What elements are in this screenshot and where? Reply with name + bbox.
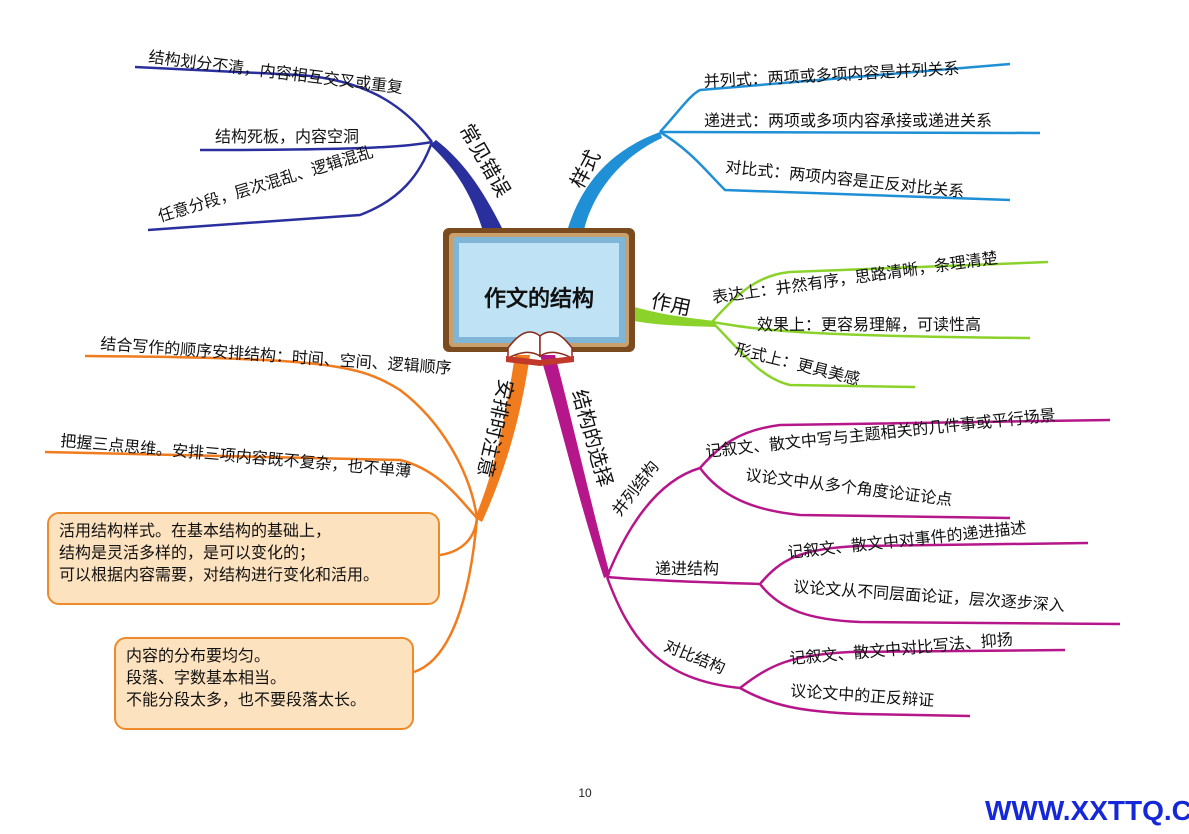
zuoyong-connector-1 — [711, 260, 1049, 323]
xuanze-sub-3-label: 对比结构 — [662, 636, 728, 678]
open-book-icon — [506, 331, 574, 366]
changjian-item-2: 结构死板，内容空洞 — [215, 127, 359, 146]
page-number: 10 — [578, 786, 592, 800]
xuanze-sub-3-item-1: 记叙文、散文中对比写法、抑扬 — [789, 630, 1014, 668]
zuoyong-item-1: 表达上：井然有序，思路清晰，条理清楚 — [711, 248, 999, 307]
note-box-2: 内容的分布要均匀。 段落、字数基本相当。 不能分段太多，也不要段落太长。 — [114, 637, 414, 730]
note-box-1: 活用结构样式。在基本结构的基础上， 结构是灵活多样的，是可以变化的； 可以根据内… — [47, 512, 440, 605]
xuanze-sub-2-leaf-2 — [759, 583, 1121, 626]
yangshi-connector-3 — [659, 130, 1011, 202]
changjian-connector-2 — [199, 140, 433, 152]
anpai-connector-2 — [44, 450, 478, 519]
yangshi-trunk — [568, 132, 662, 230]
note-box-1-line-2: 结构是灵活多样的，是可以变化的； — [59, 543, 316, 562]
xuanze-sub-1-item-2: 议论文中从多个角度论证论点 — [745, 465, 954, 509]
branch-yangshi: 样式 并列式：两项或多项内容是并列关系 递进式：两项或多项内容承接或递进关系 对… — [565, 59, 1041, 230]
xuanze-sub-3-item-2: 议论文中的正反辩证 — [790, 681, 935, 710]
branch-xuanze: 结构的选择 并列结构 递进结构 对比结构 记叙文、散文中写与主题相关的几件事或平… — [540, 355, 1121, 718]
xuanze-connector-sub-1 — [605, 466, 701, 578]
zuoyong-connector-3 — [711, 321, 916, 389]
anpai-connector-3 — [439, 517, 479, 557]
xuanze-sub-2-leaf-1 — [759, 541, 1089, 585]
center-node: 作文的结构 — [443, 228, 635, 366]
changjian-label: 常见错误 — [455, 120, 516, 201]
xuanze-sub-1-leaf-1 — [699, 418, 1111, 469]
xuanze-sub-2-label: 递进结构 — [655, 559, 719, 578]
xuanze-sub-2-item-1: 记叙文、散文中对事件的递进描述 — [786, 518, 1027, 562]
branch-changjian: 常见错误 结构划分不清，内容相互交叉或重复 结构死板，内容空洞 任意分段，层次混… — [134, 47, 516, 232]
xuanze-sub-3-leaf-1 — [739, 648, 1066, 689]
note-box-1-line-3: 可以根据内容需要，对结构进行变化和活用。 — [59, 565, 380, 584]
branch-zuoyong: 作用 表达上：井然有序，思路清晰，条理清楚 效果上：更容易理解，可读性高 形式上… — [628, 248, 1049, 389]
zuoyong-trunk — [628, 305, 715, 327]
changjian-connector-3 — [147, 141, 434, 232]
xuanze-sub-1-label: 并列结构 — [608, 457, 662, 519]
branch-anpai: 安排时注意 结合写作的顺序安排结构：时间、空间、逻辑顺序 把握三点思维。安排三项… — [44, 334, 530, 674]
yangshi-item-2: 递进式：两项或多项内容承接或递进关系 — [704, 111, 992, 130]
anpai-item-2: 把握三点思维。安排三项内容既不复杂，也不单薄 — [60, 431, 412, 481]
note-box-2-line-2: 段落、字数基本相当。 — [126, 668, 287, 687]
yangshi-connector-1 — [659, 62, 1011, 133]
zuoyong-item-2: 效果上：更容易理解，可读性高 — [757, 315, 981, 334]
changjian-trunk — [430, 140, 502, 228]
changjian-item-3: 任意分段，层次混乱、逻辑混乱 — [156, 142, 376, 226]
changjian-connector-1 — [134, 65, 433, 143]
anpai-connector-4 — [413, 517, 479, 674]
xuanze-connector-sub-2 — [606, 575, 761, 586]
zuoyong-connector-2 — [711, 320, 1031, 340]
center-title: 作文的结构 — [484, 286, 594, 312]
xuanze-sub-2-item-2: 议论文从不同层面论证，层次逐步深入 — [793, 577, 1066, 615]
watermark-text: WWW.XXTTQ.COM — [985, 795, 1189, 826]
anpai-item-1: 结合写作的顺序安排结构：时间、空间、逻辑顺序 — [100, 334, 452, 378]
anpai-trunk — [475, 355, 530, 522]
changjian-item-1: 结构划分不清，内容相互交叉或重复 — [148, 47, 404, 97]
xuanze-connector-sub-3 — [605, 576, 741, 690]
yangshi-connector-2 — [659, 130, 1041, 135]
note-box-2-line-3: 不能分段太多，也不要段落太长。 — [126, 690, 367, 709]
anpai-connector-1 — [84, 354, 479, 519]
note-box-2-line-1: 内容的分布要均匀。 — [126, 646, 271, 665]
xuanze-sub-3-leaf-2 — [739, 686, 971, 718]
xuanze-sub-1-leaf-2 — [698, 467, 1011, 520]
note-box-1-line-1: 活用结构样式。在基本结构的基础上， — [59, 521, 332, 540]
xuanze-sub-1-item-1: 记叙文、散文中写与主题相关的几件事或平行场景 — [704, 405, 1056, 461]
xuanze-trunk — [540, 355, 610, 578]
yangshi-item-1: 并列式：两项或多项内容是并列关系 — [703, 59, 960, 91]
center-board — [456, 240, 622, 340]
